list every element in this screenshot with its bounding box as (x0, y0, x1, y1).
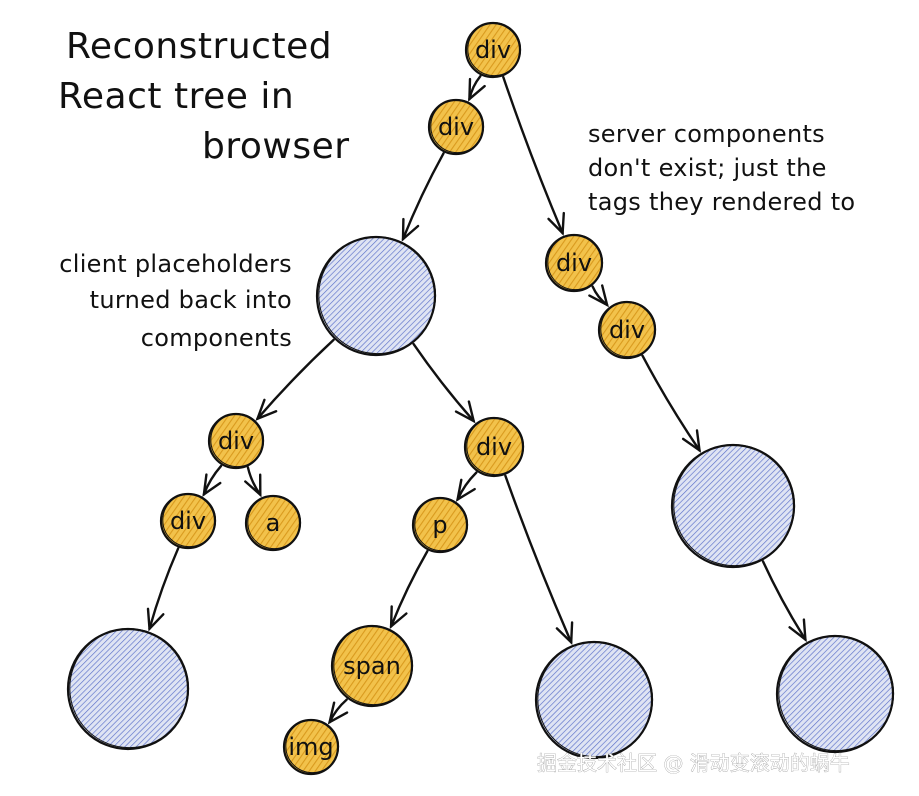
node-label: img (288, 733, 333, 761)
sketch-outline (673, 444, 796, 567)
client-note-line-3: components (141, 324, 292, 352)
edge-div-a-parent-to-a (244, 466, 262, 498)
arrowhead (455, 478, 476, 502)
arrowhead (555, 621, 574, 646)
edge-client-2-to-client-5 (761, 560, 807, 643)
arrowhead (401, 217, 420, 242)
sketch-outline (430, 99, 485, 154)
sketch-outline (467, 22, 522, 77)
edge-div-leaf-to-client-3 (146, 547, 180, 632)
node-label: div (170, 507, 206, 535)
arrowhead (244, 473, 262, 498)
server-note-line-3: tags they rendered to (588, 188, 855, 216)
sketch-outline (466, 417, 525, 476)
arrowhead (146, 607, 165, 632)
client-component-node-client-3 (66, 627, 190, 751)
tag-node-p: p (411, 496, 469, 554)
tag-node-span: span (330, 624, 414, 708)
node-label: div (609, 316, 645, 344)
edge-div-p-parent-to-p (455, 471, 478, 502)
sketch-outline (69, 628, 190, 749)
watermark-text: 掘金技术社区 @ 滑动变滚动的蜗牛 (537, 751, 850, 775)
title-line-3: browser (202, 126, 350, 167)
client-note-line-2: turned back into (90, 286, 292, 314)
tag-node-div-p-parent: div (463, 416, 525, 478)
tag-node-div-a-parent: div (207, 412, 265, 470)
sketch-outline (210, 413, 265, 468)
sketch-outline (285, 719, 340, 774)
arrowhead (255, 398, 278, 421)
arrowhead (202, 473, 222, 497)
diagram-title: Reconstructed React tree in browser (58, 26, 350, 167)
sketch-outline (600, 301, 657, 358)
server-note-line-2: don't exist; just the (588, 154, 827, 182)
server-note-line-1: server components (588, 120, 825, 148)
node-label: div (218, 427, 254, 455)
node-label: div (475, 36, 511, 64)
tag-node-div-leaf: div (159, 492, 217, 550)
tag-node-img: img (282, 718, 340, 776)
tag-node-right-div1: div (544, 233, 604, 293)
tree-edges (146, 74, 807, 725)
client-component-node-client-4 (534, 640, 654, 760)
sketch-outline (778, 635, 895, 752)
sketch-outline (414, 497, 469, 552)
client-note-line-1: client placeholders (59, 250, 292, 278)
edge-right-div2-to-client-2 (641, 354, 702, 453)
node-label: div (476, 433, 512, 461)
edge-right-div1-to-right-div2 (588, 284, 609, 308)
sketch-outline (333, 625, 414, 706)
arrowhead (788, 618, 807, 643)
client-placeholders-note: client placeholders turned back into com… (59, 250, 292, 352)
title-line-2: React tree in (58, 76, 294, 117)
arrowhead (468, 77, 486, 102)
sketch-outline (162, 493, 217, 548)
tag-node-right-div2: div (597, 300, 657, 360)
server-components-note: server components don't exist; just the … (588, 120, 855, 216)
sketch-outline (547, 234, 604, 291)
node-label: p (432, 511, 447, 539)
edge-div2-to-client-1 (401, 152, 445, 242)
edge-div-p-parent-to-client-4 (504, 474, 574, 646)
arrowhead (454, 400, 476, 424)
sketch-outline (318, 236, 437, 355)
edge-client-1-to-div-p-parent (412, 342, 476, 424)
arrowhead (547, 211, 565, 236)
edge-client-1-to-div-a-parent (255, 338, 335, 421)
title-line-1: Reconstructed (66, 26, 332, 67)
node-label: div (438, 113, 474, 141)
client-component-node-client-5 (775, 634, 895, 754)
tree-nodes: div div div div div div div a p span img (66, 21, 895, 776)
edge-root-div-to-div2 (468, 74, 486, 102)
edge-p-to-span (389, 549, 429, 630)
arrowhead (327, 701, 349, 725)
arrowhead (389, 605, 408, 630)
sketch-outline (247, 495, 302, 550)
tag-node-root-div: div (464, 21, 522, 79)
node-label: div (556, 249, 592, 277)
node-label: span (343, 652, 401, 680)
node-label: a (266, 509, 281, 537)
edge-root-div-to-right-div1 (502, 75, 565, 236)
edge-div-a-parent-to-div-leaf (202, 464, 223, 497)
sketch-outline (537, 641, 654, 758)
client-component-node-client-1 (315, 235, 437, 357)
client-component-node-client-2 (670, 443, 796, 569)
tag-node-div2: div (427, 98, 485, 156)
tag-node-a: a (244, 494, 302, 552)
arrowhead (588, 284, 609, 308)
arrowhead (681, 429, 702, 453)
edge-span-to-img (327, 698, 349, 725)
